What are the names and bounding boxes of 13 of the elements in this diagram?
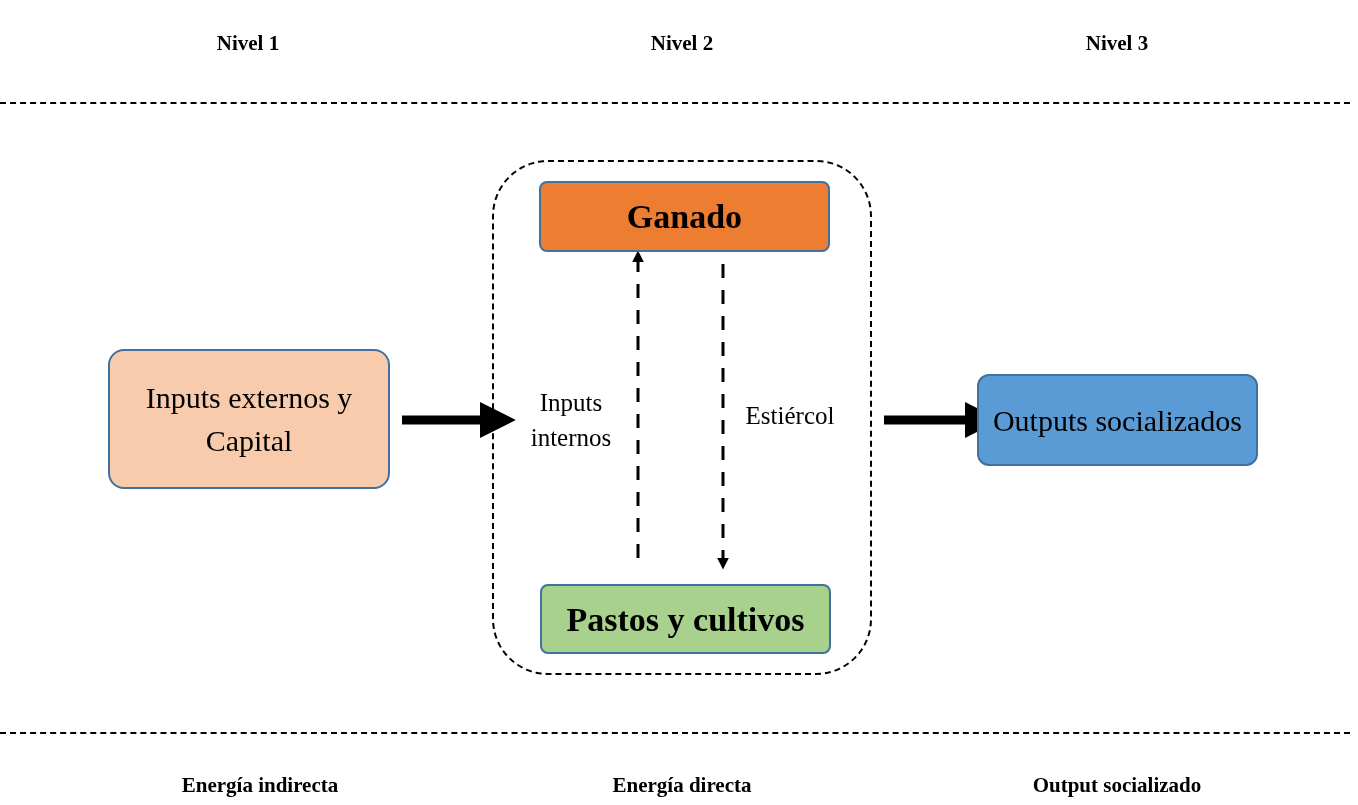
process-box: Outputs socializados — [977, 374, 1258, 466]
process-box: Pastos y cultivos — [540, 584, 831, 654]
arrow — [402, 402, 516, 438]
level-label: Output socializado — [1031, 772, 1203, 799]
level-label: Nivel 3 — [1084, 30, 1150, 57]
level-label: Nivel 1 — [215, 30, 281, 57]
level-label: Nivel 2 — [649, 30, 715, 57]
process-box: Inputs externos y Capital — [108, 349, 390, 489]
arrow — [717, 264, 729, 570]
arrow — [632, 250, 644, 558]
level-label: Energía directa — [611, 772, 753, 799]
level-label: Energía indirecta — [180, 772, 340, 799]
process-box: Ganado — [539, 181, 830, 252]
